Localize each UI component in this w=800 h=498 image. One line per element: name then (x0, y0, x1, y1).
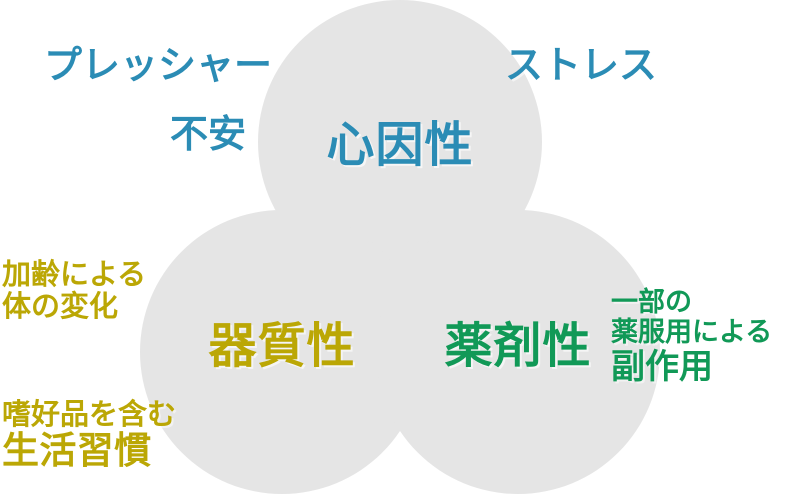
annotation-pressure-line-1: プレッシャー (44, 43, 273, 87)
annotation-side-effect: 一部の 薬服用による 副作用 (611, 287, 773, 388)
circle-drug-induced (376, 210, 660, 494)
annotation-aging-line-2: 体の変化 (2, 289, 119, 324)
label-psychogenic: 心因性 (326, 117, 474, 173)
annotation-stress: ストレス (505, 44, 657, 87)
label-organic: 器質性 (208, 318, 356, 374)
annotation-lifestyle-line-1: 嗜好品を含む (2, 397, 177, 431)
annotation-aging-line-1: 加齢による (2, 257, 147, 291)
annotation-lifestyle-line-2: 生活習慣 (2, 429, 152, 473)
annotation-anxiety-line-1: 不安 (170, 112, 247, 156)
annotation-side-effect-line-1: 一部の (611, 287, 692, 318)
annotation-aging: 加齢による 体の変化 (2, 258, 146, 323)
annotation-side-effect-line-3: 副作用 (611, 347, 713, 388)
annotation-stress-line-1: ストレス (505, 43, 658, 87)
annotation-lifestyle: 嗜好品を含む 生活習慣 (2, 398, 176, 472)
annotation-anxiety: 不安 (170, 113, 246, 156)
label-drug-induced: 薬剤性 (444, 318, 592, 374)
annotation-pressure: プレッシャー (44, 44, 272, 87)
annotation-side-effect-line-2: 薬服用による (611, 317, 773, 349)
